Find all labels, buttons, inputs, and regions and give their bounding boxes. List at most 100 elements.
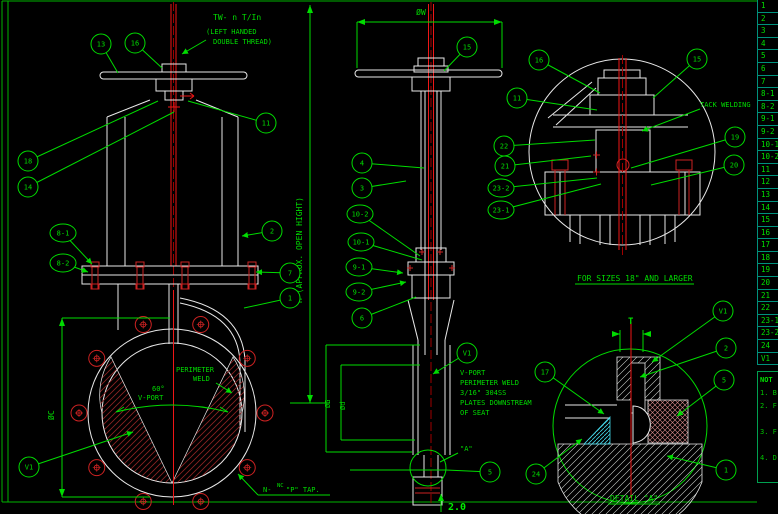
seat-note-line1: V-PORT (460, 369, 486, 377)
balloon-3: 3 (351, 177, 407, 199)
balloon-V1: V1 (18, 431, 134, 478)
bonnet-bolts (90, 261, 257, 290)
balloon-label: 15 (693, 56, 701, 64)
parts-table-row: 4 (758, 38, 778, 51)
parts-table-row: 14 (758, 202, 778, 215)
balloon-23-2: 23-2 (487, 177, 598, 198)
parts-table-row: 5 (758, 50, 778, 63)
tap-note-prefix: N- (263, 486, 271, 494)
sizes-detail-geometry (528, 55, 716, 255)
balloon-label: 21 (501, 163, 509, 171)
parts-table-row: 23-2 (758, 327, 778, 341)
balloon-label: 18 (24, 158, 32, 166)
balloon-13: 13 (90, 33, 119, 74)
note-item: 2. F (760, 402, 777, 410)
balloon-5: 5 (445, 461, 501, 483)
balloon-V1: V1 (651, 300, 734, 363)
parts-table-row: 15 (758, 214, 778, 227)
flange-bolt (238, 459, 256, 477)
balloon-label: 15 (463, 44, 471, 52)
balloon-label: 11 (513, 95, 521, 103)
parts-table-row: 24 (758, 340, 778, 353)
balloon-20: 20 (650, 154, 745, 186)
stem-thread-label2: DOUBLE THREAD) (213, 38, 272, 46)
flange-bolt (256, 404, 274, 422)
balloon-9-2: 9-2 (345, 280, 407, 302)
balloon-label: 3 (360, 185, 364, 193)
balloon-label: 17 (541, 369, 549, 377)
vport-angle-label: 60° (152, 385, 165, 393)
balloon-19: 19 (630, 126, 746, 169)
notes-title: NOT (760, 376, 773, 384)
parts-table-row: 20 (758, 277, 778, 290)
balloon-label: 22 (500, 143, 508, 151)
balloon-label: 19 (731, 134, 739, 142)
balloon-label: 2 (724, 345, 728, 353)
seat-note-line5: OF SEAT (460, 409, 490, 417)
balloon-1: 1 (243, 287, 301, 309)
balloon-24: 24 (525, 438, 583, 485)
flange-bolt (70, 404, 88, 422)
outer-dim-label: ØG (324, 400, 332, 408)
balloon-10-2: 10-2 (346, 204, 421, 257)
tack-welding-label: TACK WELDING (700, 101, 751, 109)
balloon-10-1: 10-1 (347, 232, 423, 261)
parts-table-row: 23-1 (758, 315, 778, 328)
balloon-16: 16 (124, 32, 163, 69)
balloon-8-1: 8-1 (49, 223, 93, 265)
parts-table-row: 10-1 (758, 139, 778, 152)
balloon-label: 10-2 (352, 211, 369, 219)
balloon-4: 4 (351, 152, 425, 174)
balloon-label: 16 (535, 57, 543, 65)
stem-handed-label: (LEFT HANDED (206, 28, 257, 36)
seat-note-line3: 3/16" 304SS (460, 389, 506, 397)
balloon-14: 14 (17, 111, 175, 198)
tap-note-sup: NC (277, 483, 284, 489)
seat-note-line4: PLATES DOWNSTREAM (460, 399, 532, 407)
parts-table-row: 12 (758, 176, 778, 189)
balloon-15: 15 (652, 48, 708, 99)
balloon-5: 5 (676, 369, 735, 417)
balloon-label: 13 (97, 41, 105, 49)
balloon-label: 24 (532, 471, 540, 479)
balloon-label: 23-2 (493, 185, 510, 193)
parts-table-row: 11 (758, 164, 778, 177)
balloon-22: 22 (493, 135, 596, 157)
balloon-label: 16 (131, 40, 139, 48)
detail-a-caption: DETAIL "A" (610, 494, 658, 503)
parts-table-row: 3 (758, 25, 778, 38)
parts-table-row: 10-2 (758, 151, 778, 164)
flange-bolts (70, 316, 274, 510)
stem-thread-label: TW- n T/In (213, 13, 261, 22)
notes-block: NOT 1. B 2. F 3. F 4. D (757, 371, 778, 483)
balloon-label: V1 (719, 308, 727, 316)
balloon-label: 10-1 (353, 239, 370, 247)
balloon-8-2: 8-2 (49, 253, 89, 273)
flange-bolt (88, 349, 106, 367)
flange-bolt (134, 316, 152, 334)
parts-table-row: 19 (758, 264, 778, 278)
balloon-11: 11 (187, 100, 277, 134)
flange-bolt (88, 459, 106, 477)
width-dim-label: ØW (416, 7, 426, 17)
balloon-label: 1 (724, 467, 728, 475)
balloon-15: 15 (443, 36, 478, 72)
parts-table-row: 21 (758, 290, 778, 303)
inner-dim-label: Ød (339, 402, 347, 410)
parts-table-row: 13 (758, 189, 778, 202)
seat-note-line2: PERIMETER WELD (460, 379, 519, 387)
balloon-11: 11 (506, 87, 598, 111)
height-dim-label: H (APPROX. OPEN HIGHT) (295, 197, 304, 303)
throat-dim-label: T (628, 317, 634, 327)
balloon-2: 2 (639, 337, 737, 378)
balloon-label: V1 (463, 350, 471, 358)
parts-table-row: 17 (758, 239, 778, 252)
perimeter-weld-label: PERIMETER (176, 366, 215, 374)
sizes-caption: FOR SIZES 18" AND LARGER (577, 274, 693, 283)
balloon-label: V1 (25, 464, 33, 472)
detail-a-geometry (552, 322, 708, 514)
note-item: 1. B (760, 389, 777, 397)
